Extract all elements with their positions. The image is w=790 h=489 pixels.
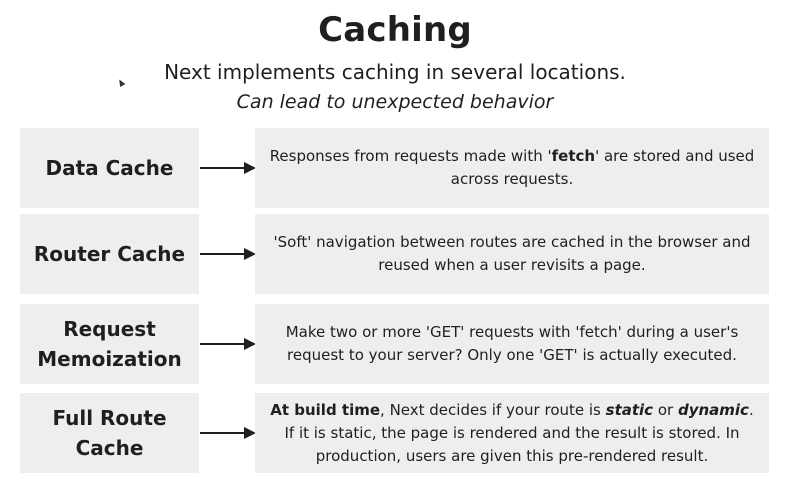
page-note: Can lead to unexpected behavior <box>236 91 554 113</box>
label-text: Request Memoization <box>37 317 182 371</box>
desc-data-cache: Responses from requests made with 'fetch… <box>255 128 769 208</box>
desc-text-part: or <box>653 400 678 419</box>
label-full-route-cache: Full Route Cache <box>20 393 199 473</box>
desc-router-cache: 'Soft' navigation between routes are cac… <box>255 214 769 294</box>
page-subtitle: Next implements caching in several locat… <box>164 60 626 84</box>
label-request-memoization: Request Memoization <box>20 304 199 384</box>
desc-text-part: ' are stored and used across requests. <box>450 147 755 188</box>
desc-text: At build time, Next decides if your rout… <box>265 399 759 468</box>
desc-text: 'Soft' navigation between routes are cac… <box>273 233 751 274</box>
arrow-right-icon <box>200 338 256 350</box>
desc-full-route-cache: At build time, Next decides if your rout… <box>255 393 769 473</box>
label-text: Full Route Cache <box>52 406 167 460</box>
desc-text: Responses from requests made with 'fetch… <box>265 145 759 191</box>
arrow-right-icon <box>200 248 256 260</box>
label-router-cache: Router Cache <box>20 214 199 294</box>
desc-emph-dynamic: dynamic <box>677 400 749 419</box>
arrow-right-icon <box>200 162 256 174</box>
label-data-cache: Data Cache <box>20 128 199 208</box>
desc-text-part: . If it is static, the page is rendered … <box>284 400 754 465</box>
desc-request-memoization: Make two or more 'GET' requests with 'fe… <box>255 304 769 384</box>
desc-bold-build-time: At build time <box>270 400 381 419</box>
desc-text-part: Responses from requests made with ' <box>269 147 552 165</box>
label-text: Data Cache <box>45 156 174 180</box>
page-title: Caching <box>318 10 472 50</box>
desc-text-part: , Next decides if your route is <box>380 400 606 419</box>
desc-text: Make two or more 'GET' requests with 'fe… <box>285 323 739 364</box>
label-text: Router Cache <box>33 242 186 266</box>
desc-emph-static: static <box>605 400 654 419</box>
desc-bold-fetch: fetch <box>551 147 596 165</box>
arrow-right-icon <box>200 427 256 439</box>
